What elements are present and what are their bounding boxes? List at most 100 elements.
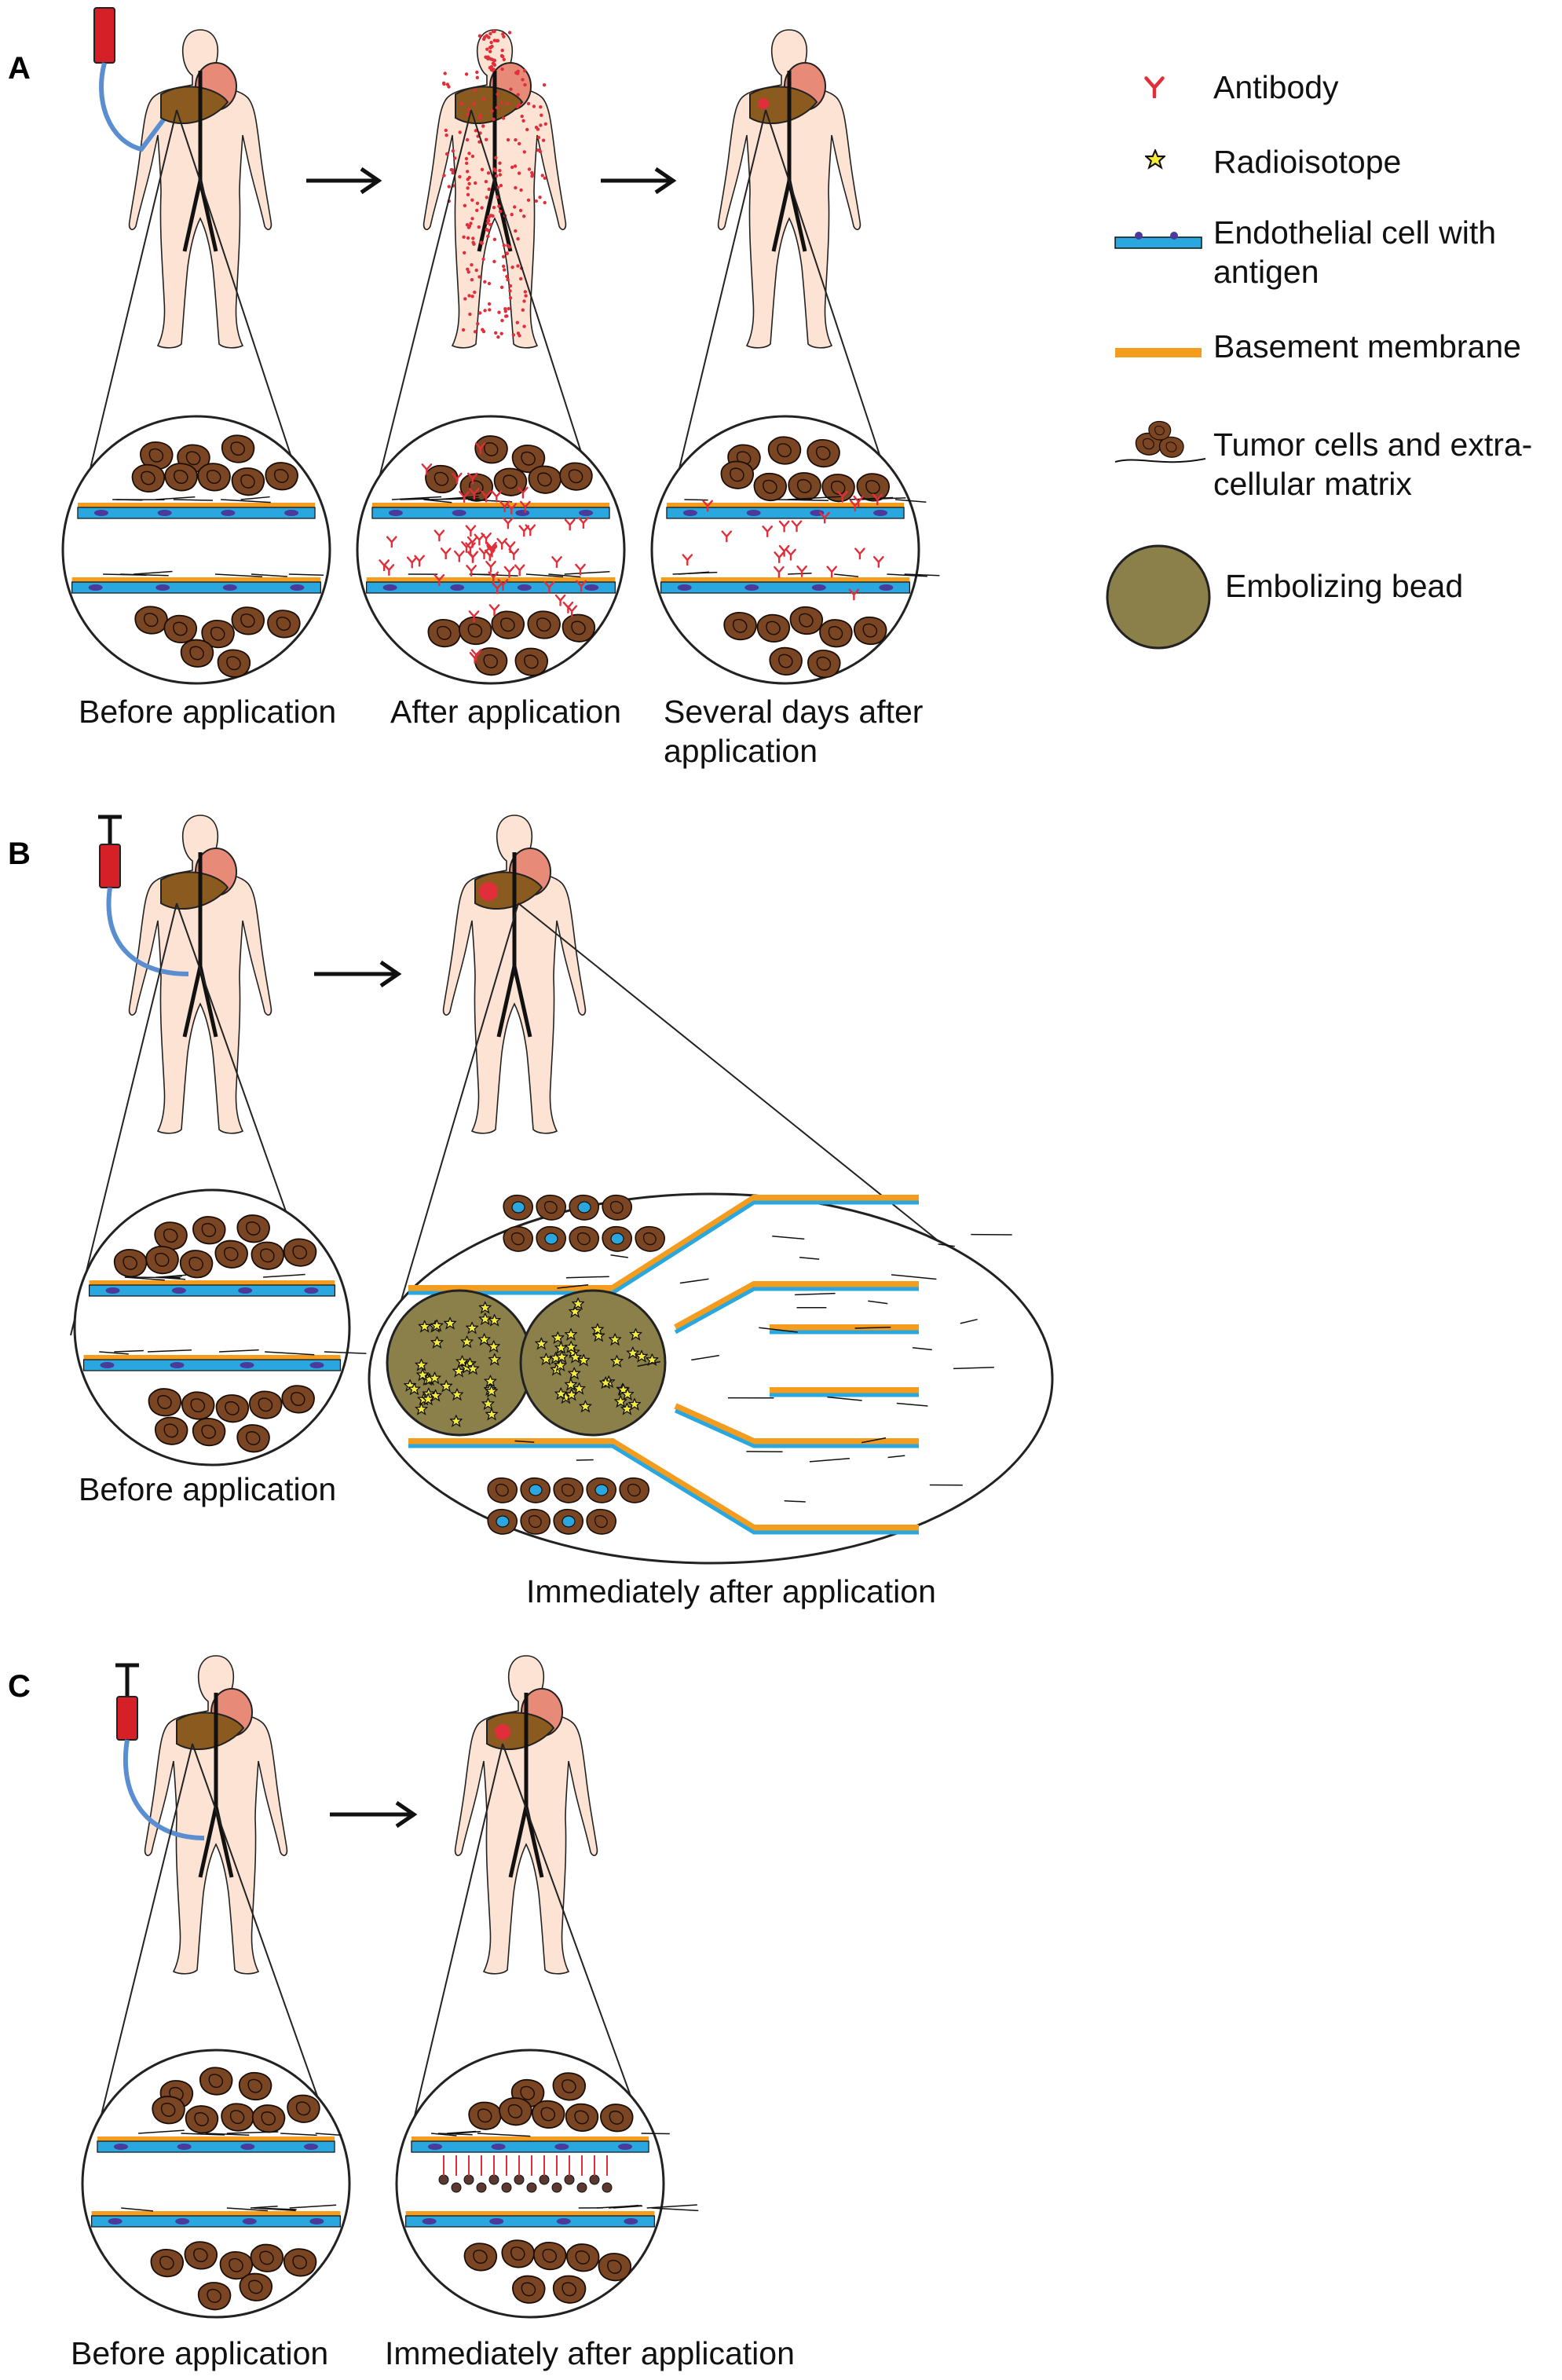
antibody-dot xyxy=(466,236,470,240)
syringe-plunger-icon xyxy=(98,815,122,844)
radio-bead xyxy=(602,2182,613,2193)
caption-b-after: Immediately after application xyxy=(526,1573,936,1609)
antibody-dot xyxy=(487,302,492,306)
antibody-dot xyxy=(465,223,470,227)
antibody-dot xyxy=(442,174,446,178)
antibody-dot xyxy=(501,32,505,36)
endothelial-nucleus xyxy=(155,584,170,591)
catheter xyxy=(123,1739,205,1840)
antibody-dot xyxy=(508,289,512,293)
antibody-dot xyxy=(517,171,521,175)
antibody-dot xyxy=(516,236,520,241)
antibody-dot xyxy=(511,333,516,337)
antibody-dot xyxy=(451,170,455,175)
caption-b-before: Before application xyxy=(79,1471,336,1507)
matrix-fiber xyxy=(99,1351,129,1355)
antibody-dot xyxy=(480,241,484,245)
antibody-dot xyxy=(491,214,495,218)
legend-bead: Embolizing bead xyxy=(1225,568,1463,604)
tumor-cell xyxy=(180,639,214,668)
matrix-fiber xyxy=(130,1276,181,1279)
endothelial-layer xyxy=(371,507,610,519)
antibody-dot xyxy=(443,71,447,75)
antibody-dot xyxy=(508,284,513,288)
antibody-dot xyxy=(473,88,477,92)
antibody-dot xyxy=(466,192,470,196)
antibody-dot xyxy=(480,206,484,210)
endothelial-nucleus xyxy=(157,510,172,516)
radio-bead xyxy=(463,2174,474,2185)
tumor-cell xyxy=(249,1390,283,1419)
antibody-dot xyxy=(540,113,543,117)
tumor-cell xyxy=(552,2072,586,2101)
antibody-dot xyxy=(502,57,506,62)
antibody-dot xyxy=(492,58,497,63)
antibody-dot xyxy=(527,167,532,171)
aorta xyxy=(496,852,532,1038)
endothelial-nucleus xyxy=(108,2218,123,2224)
radio-bead xyxy=(539,2174,550,2185)
matrix-fiber xyxy=(263,1273,305,1278)
caption-a-after: After application xyxy=(390,694,621,730)
antibody-dot xyxy=(475,75,479,80)
endothelial-nucleus xyxy=(811,584,826,591)
tumor-cell xyxy=(553,1477,583,1503)
tumor-cell xyxy=(236,1424,270,1453)
antibody-dot xyxy=(500,48,504,53)
endothelial-layer xyxy=(71,581,321,594)
basement-membrane xyxy=(71,577,321,582)
antibody-dot xyxy=(506,101,510,106)
tumor-cell xyxy=(236,1214,270,1243)
tumor-cell xyxy=(536,1225,566,1252)
antibody-dot xyxy=(475,70,479,75)
tumor-cell xyxy=(184,2241,218,2270)
antibody-dot xyxy=(501,254,506,258)
matrix-fiber xyxy=(576,1459,594,1461)
tumor-cell xyxy=(559,462,593,491)
endothelial-nucleus xyxy=(240,2144,255,2150)
endothelial-nucleus xyxy=(427,2144,442,2150)
antibody-dot xyxy=(518,141,521,146)
zoom-ellipse-b2 xyxy=(368,1192,1054,1565)
radio-bead xyxy=(526,2182,537,2193)
endothelial-nucleus xyxy=(240,1362,254,1368)
tumor-cell xyxy=(512,2275,546,2304)
antibody-dot xyxy=(513,205,517,209)
antibody-dot xyxy=(444,152,449,156)
antibody-dot xyxy=(465,161,469,165)
antibody-dot xyxy=(500,67,504,71)
matrix-fiber xyxy=(548,573,581,578)
antibody-dot xyxy=(466,112,470,116)
panel-c-figure-before xyxy=(115,1655,288,1975)
tumor-cell xyxy=(427,618,461,648)
endothelial-nucleus xyxy=(624,2218,638,2224)
antibody-dot xyxy=(463,203,467,207)
antibody-dot xyxy=(494,331,498,335)
endothelial-nucleus xyxy=(556,2218,571,2224)
tumor-cell xyxy=(600,2104,634,2133)
tumor-cell xyxy=(287,2094,320,2123)
tumor-cell xyxy=(131,463,166,492)
matrix-fiber xyxy=(134,570,173,575)
antibody-dot xyxy=(487,281,492,286)
basement-membrane-icon xyxy=(1115,348,1202,357)
endothelial-nucleus xyxy=(93,510,108,516)
antibody-dot xyxy=(480,167,485,171)
antibody-dot xyxy=(516,264,520,268)
endothelial-layer xyxy=(405,2215,655,2228)
antibody-dot xyxy=(486,229,490,233)
antibody-dot xyxy=(444,128,448,133)
matrix-fiber xyxy=(315,2133,342,2137)
endothelial-nucleus xyxy=(175,2218,190,2224)
radio-bead xyxy=(514,2174,525,2185)
endothelial-nucleus xyxy=(489,2218,504,2224)
tumor-cell xyxy=(145,1245,179,1275)
antibody-dot xyxy=(471,236,475,240)
matrix-fiber xyxy=(799,1257,820,1260)
tumor-cells-icon xyxy=(1114,420,1206,463)
matrix-fiber xyxy=(205,2133,250,2136)
matrix-fiber xyxy=(219,1349,259,1353)
endothelial-nucleus xyxy=(170,1362,185,1368)
antibody-dot xyxy=(518,334,521,338)
